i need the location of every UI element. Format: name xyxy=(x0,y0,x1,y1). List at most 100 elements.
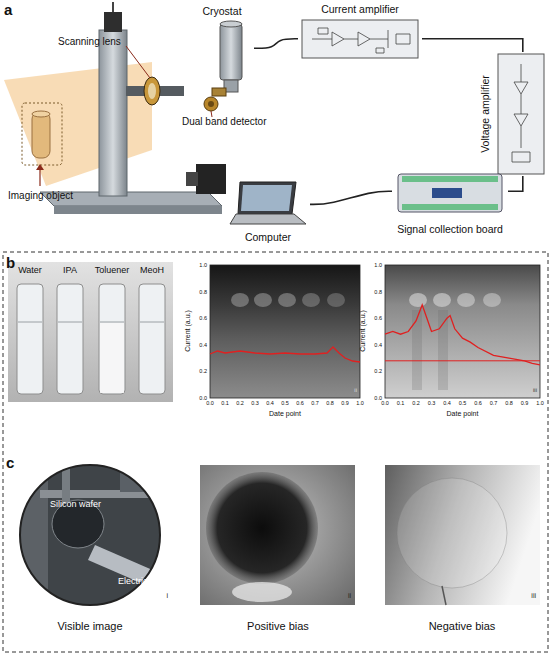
vial-label: Toluener xyxy=(95,266,130,276)
panel-letter: c xyxy=(6,455,14,472)
voltage-amplifier: Voltage amplifier xyxy=(476,52,548,176)
visible-photo xyxy=(15,460,165,610)
thermal-image-plot xyxy=(302,293,320,307)
tick-label: 0.2 xyxy=(412,400,420,406)
vial-photo xyxy=(140,322,164,323)
computer: Computer xyxy=(226,178,310,244)
signal-collection-board: Signal collection board xyxy=(392,172,508,236)
translation-stage xyxy=(104,12,122,32)
panel-numeral: ii xyxy=(354,387,357,394)
chip xyxy=(432,188,462,198)
tick-label: 1.0 xyxy=(199,262,207,268)
circuit-symbol xyxy=(512,64,530,162)
tick-label: 0.6 xyxy=(374,315,382,321)
panel-numeral: i xyxy=(166,592,168,600)
positive-bias-image xyxy=(200,465,355,605)
panel-frame xyxy=(3,252,548,652)
vial-photo xyxy=(8,262,173,402)
vial-photo xyxy=(17,284,43,394)
device-label: Current amplifier xyxy=(321,4,399,16)
imaging-object xyxy=(22,103,62,165)
thermal-image-plot xyxy=(457,293,475,307)
imaging-object xyxy=(32,111,50,117)
thermal-image-plot xyxy=(231,293,249,307)
vial-photo xyxy=(100,323,124,393)
negative-bias-image xyxy=(385,465,540,605)
leader-line xyxy=(126,46,212,117)
thermal-image-plot xyxy=(210,265,360,398)
device-icon xyxy=(398,174,502,212)
amplifier-box xyxy=(498,54,544,174)
translation-stage xyxy=(54,206,222,214)
imaging-object xyxy=(32,112,50,158)
tick-label: 0.7 xyxy=(490,400,498,406)
vial-label: Water xyxy=(18,266,42,276)
cable-connector xyxy=(310,191,392,204)
tick-label: 1.0 xyxy=(356,400,364,406)
translation-stage xyxy=(186,172,198,186)
tick-label: 0.5 xyxy=(459,400,467,406)
thermal-image-plot xyxy=(483,293,501,307)
device-icon xyxy=(190,6,254,100)
terminal-strip xyxy=(402,176,498,182)
tick-label: 0.0 xyxy=(206,400,214,406)
laptop-screen xyxy=(238,182,296,214)
current-amplifier: Current amplifier xyxy=(298,4,422,62)
tick-label: 0.6 xyxy=(199,315,207,321)
thermal-image-plot xyxy=(409,293,427,307)
tick-label: 0.7 xyxy=(311,400,319,406)
translation-stage xyxy=(196,164,226,194)
thermal-image-plot xyxy=(278,293,296,307)
panel-numeral: iii xyxy=(533,387,537,394)
figure-art xyxy=(512,64,530,162)
callout-label: Dual band detector xyxy=(182,116,267,127)
leader-arrow xyxy=(36,164,44,186)
positive-bias-image xyxy=(206,472,318,584)
positive-bias-image xyxy=(200,465,355,605)
signal-curve xyxy=(210,347,360,362)
imaging-object xyxy=(22,103,62,165)
thermal-image-plot xyxy=(254,293,272,307)
leader-arrow xyxy=(36,164,44,170)
panel-numeral: iii xyxy=(531,592,536,600)
dual-band-detector xyxy=(204,97,218,111)
signal-curve xyxy=(210,347,360,362)
panel-letter: b xyxy=(6,255,15,272)
thermal-image-plot xyxy=(385,265,540,398)
device-icon xyxy=(230,182,306,224)
thermal-image-plot xyxy=(385,265,540,398)
amplifier-box xyxy=(302,20,418,58)
detector-window xyxy=(212,88,226,96)
callout-label: Scanning lens xyxy=(58,36,121,47)
tick-label: 0.3 xyxy=(251,400,259,406)
cable-connector xyxy=(508,176,523,191)
axis-title: Date point xyxy=(269,410,301,418)
infrared-beam-plane xyxy=(4,62,152,186)
tick-label: 0.0 xyxy=(199,395,207,401)
tick-label: 0.2 xyxy=(199,368,207,374)
vial-photo xyxy=(18,322,42,323)
tick-label: 0.6 xyxy=(474,400,482,406)
cryostat: Cryostat xyxy=(190,6,254,100)
signal-curve xyxy=(385,305,540,365)
vial-label: IPA xyxy=(63,266,77,276)
circuit-symbol xyxy=(312,28,410,53)
device-label: Cryostat xyxy=(202,6,241,18)
tick-label: 0.4 xyxy=(266,400,274,406)
visible-photo xyxy=(15,460,165,610)
thermal-image-plot xyxy=(210,265,360,398)
tick-label: 0.4 xyxy=(199,342,207,348)
scanning-lens xyxy=(148,83,156,99)
vial-photo xyxy=(100,322,124,323)
negative-bias-image xyxy=(397,478,507,588)
acquisition-board xyxy=(398,174,502,212)
cable-connector xyxy=(254,39,298,49)
figure-art xyxy=(312,30,410,48)
tick-label: 0.4 xyxy=(374,342,382,348)
panel-letter: a xyxy=(4,2,12,19)
tick-label: 0.9 xyxy=(341,400,349,406)
vial-label: MeoH xyxy=(140,266,164,276)
